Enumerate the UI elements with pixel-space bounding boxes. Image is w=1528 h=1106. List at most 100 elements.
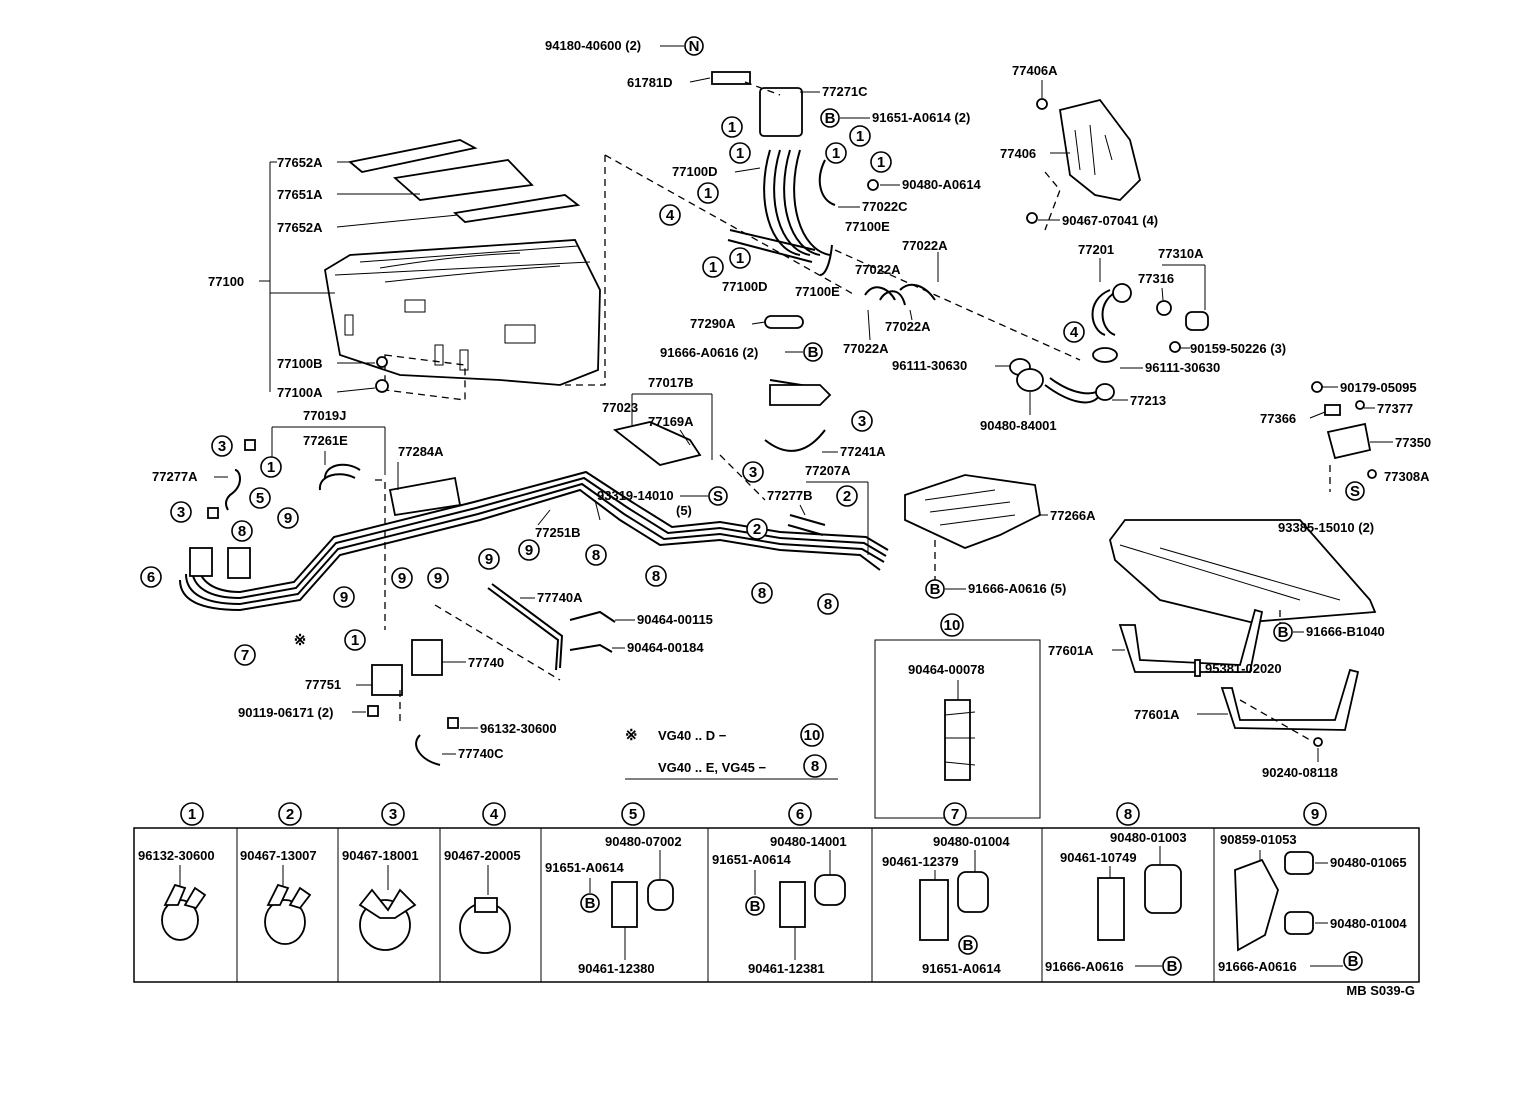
callout: 77251B	[535, 525, 581, 540]
svg-text:3: 3	[858, 413, 866, 430]
svg-text:2: 2	[843, 488, 851, 505]
svg-text:1: 1	[709, 259, 717, 276]
svg-text:1: 1	[188, 806, 196, 823]
callout: 90464-00184	[627, 640, 704, 655]
panel-9-label-b: 90480-01065	[1330, 855, 1407, 870]
marker-star: ※	[294, 632, 307, 649]
callout: 77601A	[1048, 643, 1094, 658]
svg-text:9: 9	[398, 570, 406, 587]
callout: 96132-30600	[480, 721, 557, 736]
box-10: 10 90464-00078	[874, 613, 1041, 819]
filler-pipes	[711, 71, 879, 329]
callout: 77201	[1078, 242, 1114, 257]
callout: 77022C	[862, 199, 908, 214]
callout: 77308A	[1384, 469, 1430, 484]
fuel-pump-77740	[367, 639, 459, 766]
panel-7-label-a: 90480-01004	[933, 834, 1010, 849]
marker-S: S	[1350, 483, 1360, 500]
panel-5-label-c: 90461-12380	[578, 961, 655, 976]
callout: 90464-00115	[637, 612, 713, 627]
svg-text:2: 2	[286, 806, 294, 823]
legend-text-1: VG40 .. D −	[658, 728, 727, 743]
callout: 77261E	[303, 433, 348, 448]
sub-fuel-tank	[1109, 519, 1377, 747]
svg-text:1: 1	[704, 185, 712, 202]
callout: 77100E	[795, 284, 840, 299]
svg-text:5: 5	[629, 806, 637, 823]
callout: 96111-30630	[1145, 360, 1220, 375]
svg-text:9: 9	[340, 589, 348, 606]
callout: 90480-84001	[980, 418, 1057, 433]
callout: 77022A	[855, 262, 901, 277]
panel-7-label-c: 91651-A0614	[922, 961, 1002, 976]
panel-5-label-a: 90480-07002	[605, 834, 682, 849]
callout: 90467-07041 (4)	[1062, 213, 1158, 228]
svg-text:2: 2	[753, 521, 761, 538]
svg-text:1: 1	[832, 145, 840, 162]
legend-star: ※	[625, 727, 638, 744]
reference-table: 1 2 3 4 5 6 7 8 9 96132-30600 90467-1300…	[133, 802, 1420, 983]
panel-8-label-a: 90480-01003	[1110, 830, 1187, 845]
callout: 77213	[1130, 393, 1166, 408]
svg-text:4: 4	[490, 806, 499, 823]
svg-text:1: 1	[728, 119, 736, 136]
panel-9-label-d: 91666-A0616	[1218, 959, 1297, 974]
numbered-circles: 1 1 1 1 1 1 4 1 1 4 3 3 2 2 3 1 3 5 9 8 …	[140, 116, 1085, 666]
panel-9-label-a: 90859-01053	[1220, 832, 1297, 847]
marker-B: B	[808, 344, 819, 361]
callout: 77100	[208, 274, 244, 289]
callout: 77100D	[722, 279, 768, 294]
svg-text:3: 3	[389, 806, 397, 823]
marker-B: B	[930, 581, 941, 598]
callout: 77406	[1000, 146, 1036, 161]
callout: 90240-08118	[1262, 765, 1338, 780]
callout: (5)	[676, 503, 692, 518]
callout: 77651A	[277, 187, 323, 202]
panel-2-label: 90467-13007	[240, 848, 317, 863]
callout: 90119-06171 (2)	[238, 705, 333, 720]
svg-text:B: B	[1167, 958, 1178, 975]
callout: 77022A	[902, 238, 948, 253]
svg-text:1: 1	[736, 145, 744, 162]
panel-7-label-b: 90461-12379	[882, 854, 959, 869]
svg-text:9: 9	[434, 570, 442, 587]
svg-text:8: 8	[758, 585, 766, 602]
callout: 77277A	[152, 469, 198, 484]
svg-text:8: 8	[811, 758, 819, 775]
panel-9-label-c: 90480-01004	[1330, 916, 1407, 931]
svg-text:9: 9	[1311, 806, 1319, 823]
callout: 77100D	[672, 164, 718, 179]
callout: 77740C	[458, 746, 504, 761]
panel-5-label-b: 91651-A0614	[545, 860, 625, 875]
callout: 91666-B1040	[1306, 624, 1385, 639]
callout: 77601A	[1134, 707, 1180, 722]
svg-text:1: 1	[856, 128, 864, 145]
svg-text:1: 1	[267, 459, 275, 476]
callout: 77284A	[398, 444, 444, 459]
svg-text:7: 7	[241, 647, 249, 664]
callout: 77316	[1138, 271, 1174, 286]
callout: 96111-30630	[892, 358, 967, 373]
callout: 90480-A0614	[902, 177, 982, 192]
callout: 77652A	[277, 155, 323, 170]
callout: 77271C	[822, 84, 868, 99]
svg-text:8: 8	[238, 523, 246, 540]
svg-text:9: 9	[525, 542, 533, 559]
svg-text:B: B	[750, 898, 761, 915]
legend-text-2: VG40 .. E, VG45 −	[658, 760, 766, 775]
callout: 77017B	[648, 375, 694, 390]
callout: 77266A	[1050, 508, 1096, 523]
callout: 93319-14010	[597, 488, 674, 503]
callout: 77290A	[690, 316, 736, 331]
callout: 93385-15010 (2)	[1278, 520, 1374, 535]
panel-6-label-b: 91651-A0614	[712, 852, 792, 867]
svg-text:B: B	[963, 937, 974, 954]
callout: 91666-A0616 (2)	[660, 345, 758, 360]
svg-text:B: B	[585, 895, 596, 912]
svg-text:4: 4	[666, 207, 675, 224]
bracket-77406	[1036, 98, 1141, 201]
callout: 91666-A0616 (5)	[968, 581, 1066, 596]
callout: 95381-02020	[1205, 661, 1282, 676]
svg-text:1: 1	[351, 632, 359, 649]
